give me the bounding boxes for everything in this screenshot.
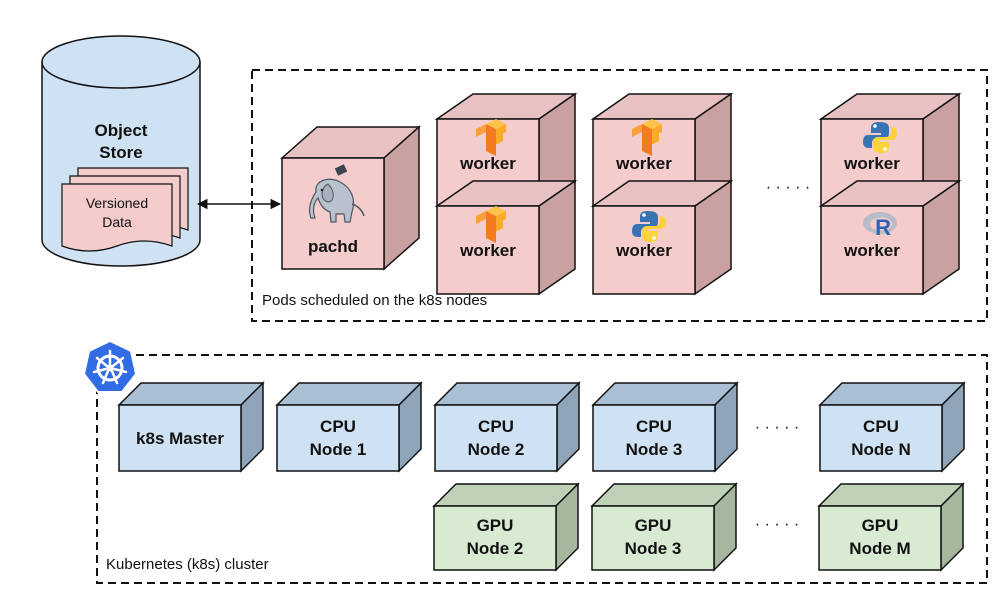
pods-region-label: Pods scheduled on the k8s nodes <box>262 292 487 309</box>
cpu-node-label-line2: Node N <box>851 440 911 459</box>
pachd-label: pachd <box>308 237 358 256</box>
cpu-node-label-line2: Node 1 <box>310 440 367 459</box>
cpu-node-label-line1: CPU <box>320 417 356 436</box>
gpu-ellipsis: · · · · · <box>755 516 799 533</box>
cpu-node-1: CPU Node 1 <box>275 381 423 473</box>
gpu-node-3: GPU Node 3 <box>590 482 738 572</box>
worker-label: worker <box>843 241 900 260</box>
gpu-node-2: GPU Node 2 <box>432 482 580 572</box>
versioned-data-line2: Data <box>102 214 132 230</box>
gpu-node-label-line2: Node 2 <box>467 539 524 558</box>
object-store: Object Store Versioned Data <box>41 35 201 267</box>
worker-pod-python-1: worker <box>818 92 962 209</box>
gpu-node-label-line2: Node 3 <box>625 539 682 558</box>
object-store-title-line1: Object <box>95 121 148 140</box>
pods-ellipsis: · · · · · <box>766 179 810 196</box>
cpu-node-label-line1: CPU <box>478 417 514 436</box>
pods-region-border <box>251 69 988 322</box>
worker-label: worker <box>615 154 672 173</box>
gpu-node-label-line1: GPU <box>477 516 514 535</box>
pachd-pod: pachd <box>280 125 421 271</box>
cpu-node-2: CPU Node 2 <box>433 381 581 473</box>
worker-pod-tf-3: worker <box>434 179 578 296</box>
cpu-ellipsis: · · · · · <box>755 419 799 436</box>
gpu-node-m: GPU Node M <box>817 482 965 572</box>
worker-label: worker <box>843 154 900 173</box>
gpu-node-label-line1: GPU <box>635 516 672 535</box>
worker-label: worker <box>459 154 516 173</box>
cpu-node-3: CPU Node 3 <box>591 381 739 473</box>
gpu-node-label-line1: GPU <box>862 516 899 535</box>
cpu-node-n: CPU Node N <box>818 381 966 473</box>
cpu-node-label-line2: Node 2 <box>468 440 525 459</box>
k8s-master-label: k8s Master <box>136 429 224 448</box>
cluster-region-label: Kubernetes (k8s) cluster <box>106 556 269 573</box>
kubernetes-wheel-icon <box>82 339 138 393</box>
worker-pod-python-2: worker <box>590 179 734 296</box>
worker-label: worker <box>459 241 516 260</box>
cpu-node-label-line2: Node 3 <box>626 440 683 459</box>
worker-pod-r: worker <box>818 179 962 296</box>
cpu-node-label-line1: CPU <box>863 417 899 436</box>
gpu-node-label-line2: Node M <box>849 539 910 558</box>
cpu-node-label-line1: CPU <box>636 417 672 436</box>
pachyderm-elephant-icon <box>308 164 365 223</box>
versioned-data-documents: Versioned Data <box>61 167 189 252</box>
object-store-title-line2: Store <box>99 143 142 162</box>
cluster-region-border <box>96 354 988 584</box>
versioned-data-line1: Versioned <box>86 195 148 211</box>
worker-label: worker <box>615 241 672 260</box>
k8s-master-node: k8s Master <box>117 381 265 473</box>
